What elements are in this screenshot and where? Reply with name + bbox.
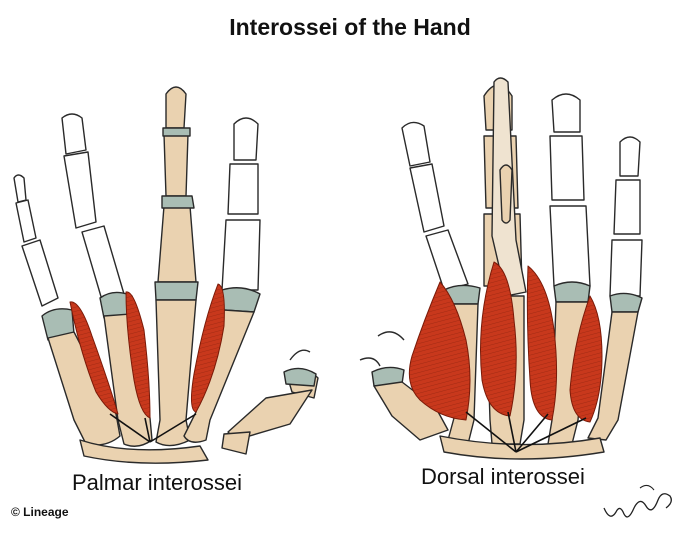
right-mcp-cartilage <box>371 281 643 387</box>
left-carpal-base <box>79 439 209 464</box>
label-dorsal-interossei: Dorsal interossei <box>421 464 585 489</box>
label-palmar-interossei: Palmar interossei <box>72 470 242 495</box>
extensor-tendon-slit <box>499 164 513 224</box>
left-mcp-cartilage <box>41 287 261 341</box>
palmar-leader-lines <box>109 413 197 443</box>
dorsal-muscle-fibers <box>409 262 602 422</box>
right-index-side-finger <box>401 121 469 291</box>
left-hand-palmar <box>13 86 319 464</box>
left-index-finger <box>221 117 261 291</box>
left-thumb-cartilage <box>283 367 317 387</box>
artist-signature <box>603 484 672 518</box>
palmar-muscle-fibers <box>70 284 225 418</box>
dorsal-leader-lines <box>465 411 587 453</box>
left-little-finger <box>13 174 59 307</box>
left-ring-finger <box>61 113 125 301</box>
left-middle-finger <box>157 86 197 283</box>
right-carpal-base <box>439 435 605 460</box>
left-middle-cartilage <box>154 127 199 301</box>
right-little-finger <box>609 136 643 297</box>
right-thumb-skin <box>359 331 405 367</box>
right-ring-finger <box>549 93 591 287</box>
left-thumb-skin <box>289 349 311 361</box>
right-hand-dorsal <box>359 77 643 460</box>
left-metacarpals <box>47 299 255 447</box>
diagram-title: Interossei of the Hand <box>229 14 471 40</box>
copyright-credit: © Lineage <box>11 505 69 519</box>
